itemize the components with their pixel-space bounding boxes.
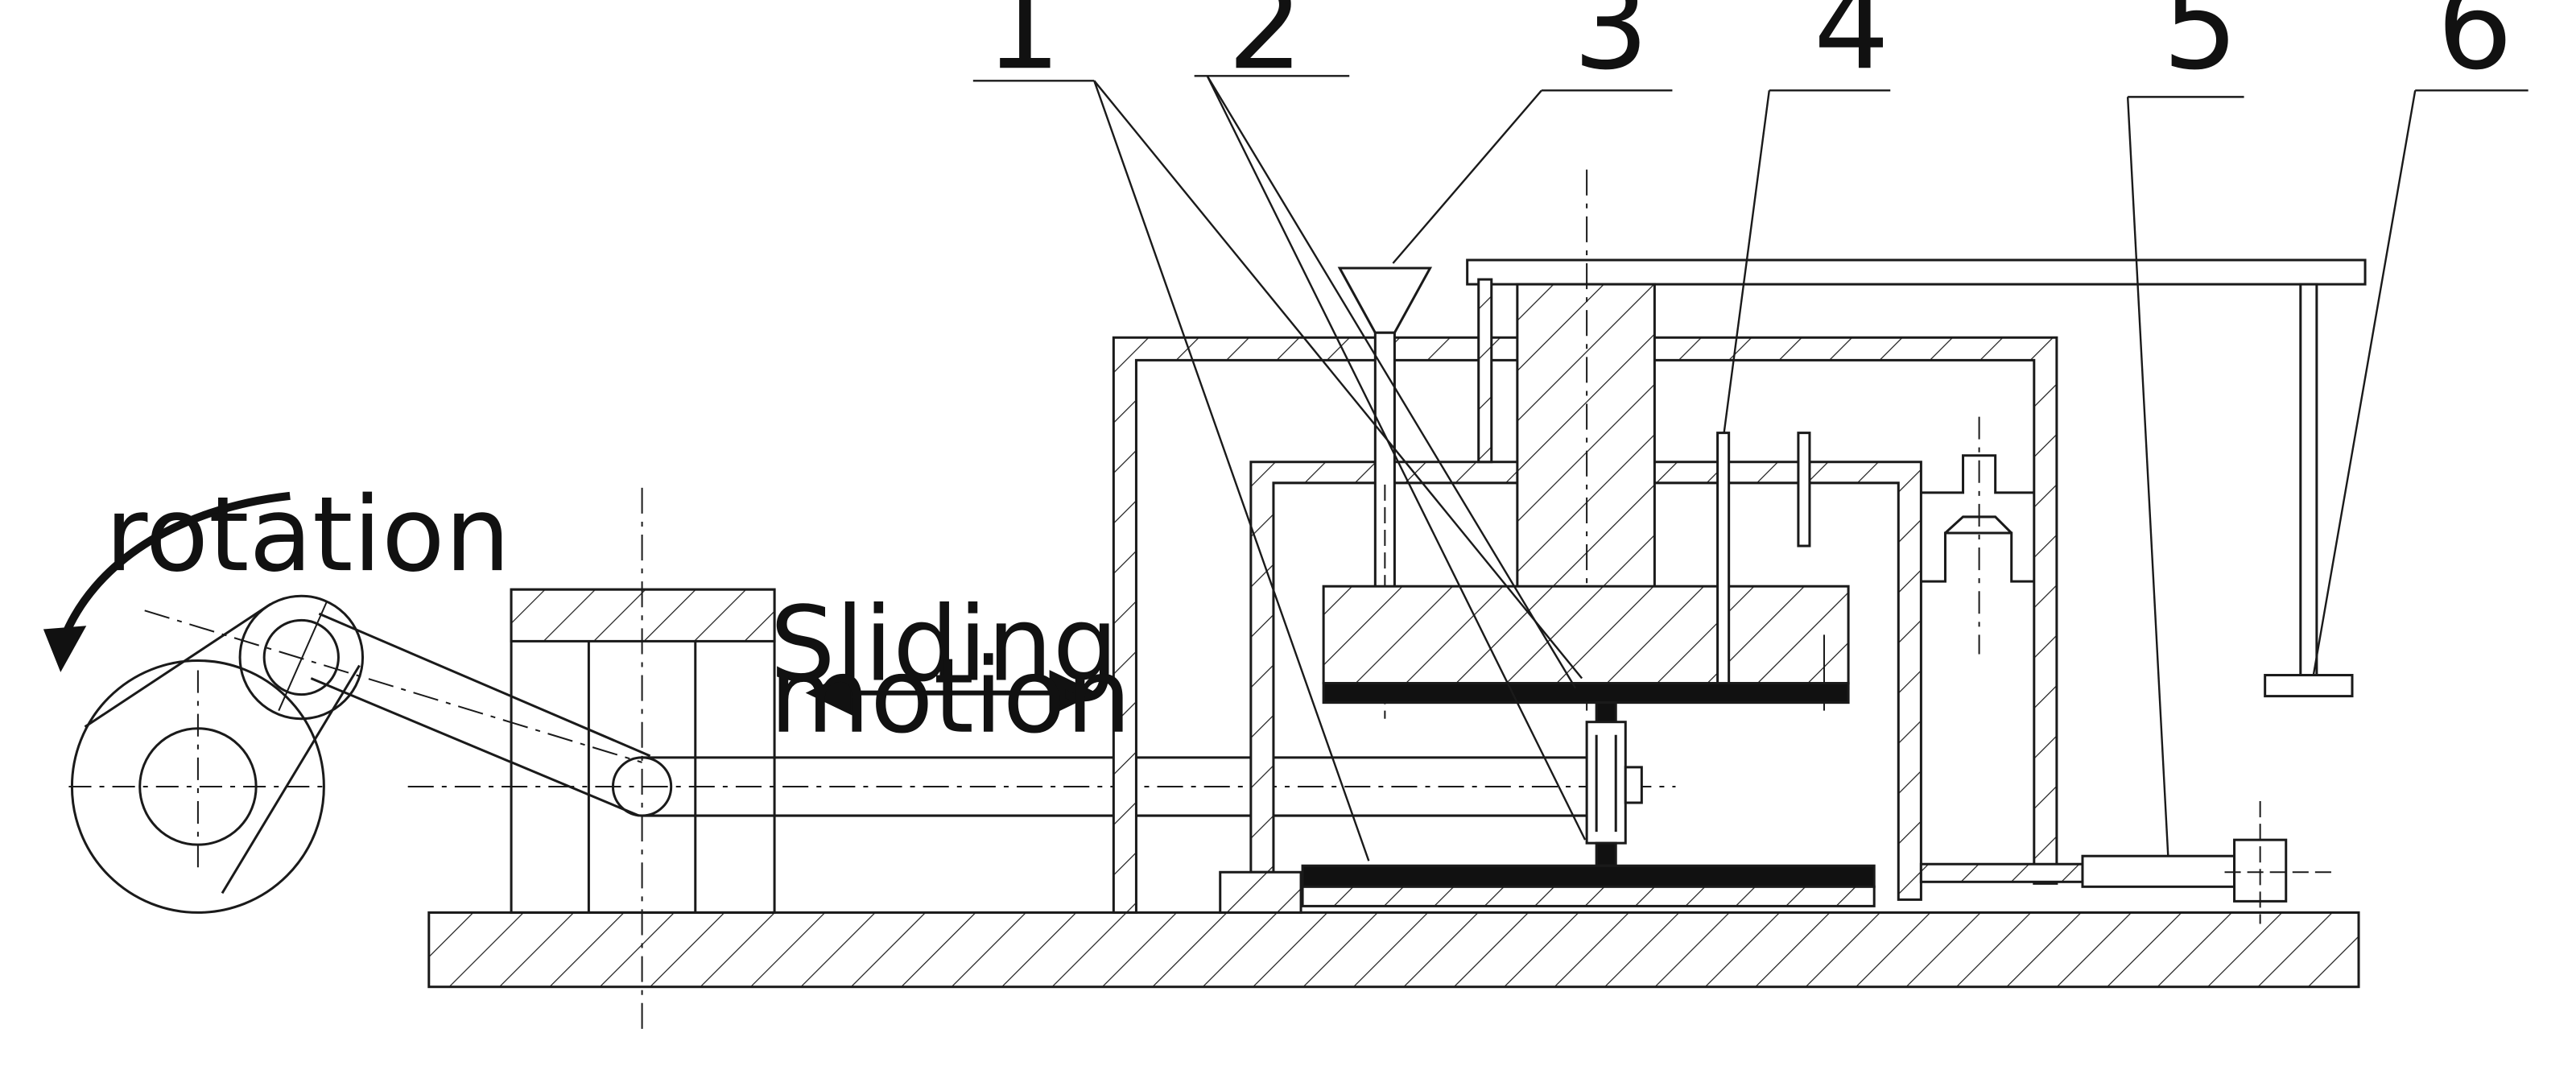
vertical-plate	[1477, 278, 1493, 464]
crank-disc-inner	[262, 618, 340, 696]
base-plate	[427, 911, 2360, 989]
sliding-label-line2: motion	[770, 637, 1132, 757]
label-part-4: 4	[1814, 0, 1889, 97]
label-part-2: 2	[1228, 0, 1303, 97]
top-beam	[1466, 258, 2367, 286]
center-connector	[1585, 721, 1627, 845]
upper-specimen	[1322, 682, 1850, 704]
upper-pressure-block	[1322, 585, 1850, 685]
sensor-assembly	[1921, 454, 2034, 583]
vertical-rod-4	[1716, 432, 1731, 685]
sliding-label-line1: Sliding	[770, 585, 1118, 705]
lower-specimen	[1301, 864, 1876, 888]
rotation-arrow	[60, 491, 291, 640]
slider-block	[407, 487, 1676, 1034]
crank-drive	[68, 594, 365, 914]
lower-specimen-base	[1301, 885, 1876, 907]
leader-lines	[972, 75, 2529, 861]
hanging-weight	[2264, 674, 2354, 698]
label-part-1: 1	[985, 0, 1061, 97]
crank-disc-outer	[238, 594, 365, 721]
inner-housing	[1249, 461, 1922, 901]
outer-housing	[1112, 336, 2058, 914]
label-part-3: 3	[1573, 0, 1649, 97]
left-block	[1219, 870, 1302, 914]
vertical-rod-small	[1797, 432, 1811, 547]
rotation-arrowhead	[43, 626, 87, 672]
rotation-label: rotation	[105, 475, 510, 595]
label-part-5: 5	[2162, 0, 2238, 97]
label-part-6: 6	[2437, 0, 2512, 97]
hanging-rod	[2299, 283, 2318, 677]
load-cell	[1919, 801, 2338, 924]
